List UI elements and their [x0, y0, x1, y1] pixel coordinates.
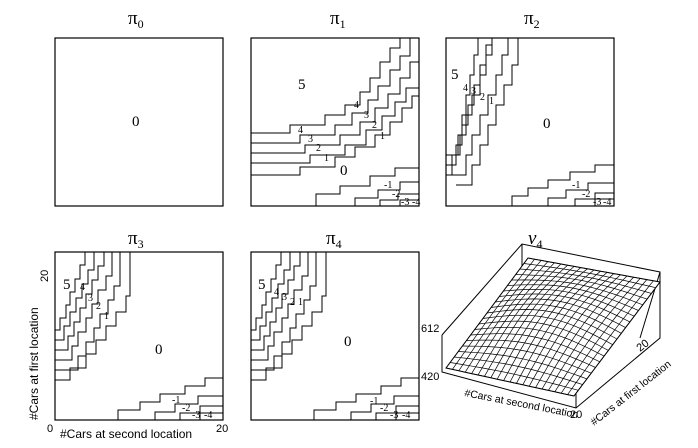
- action-label: 0: [155, 342, 163, 358]
- panel-title: π4: [326, 228, 342, 251]
- action-label: -4: [412, 197, 420, 208]
- action-label: -1: [384, 180, 392, 191]
- action-label: 3: [88, 293, 93, 304]
- y-axis-label: #Cars at first location: [27, 307, 41, 420]
- panel-title: π1: [330, 8, 346, 31]
- mesh-line: [495, 298, 626, 328]
- action-label: -3: [192, 410, 200, 421]
- mesh-line: [491, 303, 622, 334]
- action-label: 2: [96, 301, 101, 312]
- action-label: 0: [132, 114, 140, 130]
- action-label: 1: [324, 153, 329, 164]
- mesh-line: [573, 281, 661, 397]
- action-label: -2: [392, 189, 400, 200]
- action-label: 1: [104, 311, 109, 322]
- panel-title: v4: [528, 228, 542, 251]
- mesh-line: [548, 276, 634, 391]
- action-label: 1: [489, 96, 494, 107]
- mesh-line: [499, 293, 631, 323]
- mesh-line: [560, 279, 648, 394]
- mesh-line: [535, 274, 621, 388]
- action-label: 0: [344, 334, 352, 350]
- action-label: 3: [364, 110, 369, 121]
- action-label: 4: [80, 282, 85, 293]
- y-axis-label: #Cars at first location: [588, 358, 673, 428]
- z-tick-max: 612: [421, 323, 439, 335]
- action-label: -1: [370, 396, 378, 407]
- action-label: -2: [380, 403, 388, 414]
- action-label: -4: [204, 410, 212, 421]
- action-label: 5: [451, 67, 459, 83]
- action-label: 1: [380, 131, 385, 142]
- y-tick-max: 20: [39, 270, 51, 282]
- action-label: -3: [390, 410, 398, 421]
- y-tick: 20: [634, 337, 651, 354]
- mesh-line: [554, 278, 641, 392]
- action-label: 4: [298, 125, 303, 136]
- mesh-line: [528, 273, 615, 387]
- policy-frame: [250, 251, 420, 421]
- panel-pi3: π3 5 0 4 3 2 1 -1 -2 -3 -4: [54, 228, 224, 421]
- policy-boundaries: [251, 252, 419, 420]
- action-label: 3: [471, 86, 476, 97]
- action-label: -4: [603, 197, 611, 208]
- policy-boundaries: [251, 38, 419, 206]
- action-label: 5: [63, 277, 71, 293]
- action-label: -1: [172, 395, 180, 406]
- action-label: -3: [593, 197, 601, 208]
- x-tick-min: 0: [47, 423, 53, 435]
- surface-mesh: [445, 257, 661, 397]
- policy-boundaries: [446, 38, 614, 206]
- action-label: 2: [480, 92, 485, 103]
- panel-title: π0: [128, 8, 144, 31]
- action-label: -2: [182, 403, 190, 414]
- x-tick-max: 20: [216, 423, 228, 435]
- action-label: 4: [463, 83, 468, 94]
- mesh-line: [486, 309, 618, 340]
- action-label: 2: [372, 120, 377, 131]
- panel-pi2: π2 5 0 4 3 2 1 -1 -2 -3 -4: [445, 8, 615, 208]
- action-label: 3: [308, 134, 313, 145]
- mesh-line: [567, 280, 654, 395]
- mesh-line: [515, 274, 648, 300]
- policy-boundaries: [55, 252, 223, 420]
- action-label: 1: [298, 297, 303, 308]
- action-label: 0: [340, 163, 348, 179]
- axes-pi3: #Cars at first location 20 0 #Cars at se…: [27, 270, 228, 441]
- policy-frame: [54, 251, 224, 421]
- action-label: 4: [274, 287, 279, 298]
- action-label: 2: [290, 297, 295, 308]
- mesh-line: [523, 263, 656, 289]
- action-label: 0: [543, 116, 551, 132]
- panel-title: π3: [128, 228, 144, 251]
- mesh-line: [522, 272, 608, 385]
- mesh-line: [503, 288, 635, 317]
- action-label: 4: [354, 100, 359, 111]
- action-label: -1: [572, 180, 580, 191]
- panel-pi0: π0 0: [54, 8, 224, 207]
- mesh-line: [507, 284, 639, 311]
- action-label: -3: [401, 197, 409, 208]
- action-label: -2: [582, 189, 590, 200]
- action-label: -4: [402, 410, 410, 421]
- x-axis-label: #Cars at second location: [60, 427, 192, 441]
- action-label: 3: [282, 292, 287, 303]
- panel-pi4: π4 5 0 4 3 2 1 -1 -2 -3 -4: [250, 228, 420, 421]
- mesh-line: [511, 279, 643, 306]
- panel-title: π2: [524, 8, 540, 31]
- mesh-line: [527, 257, 661, 283]
- mesh-line: [541, 275, 628, 390]
- mesh-line: [519, 268, 652, 294]
- policy-frame: [54, 37, 224, 207]
- z-tick-min: 420: [421, 371, 439, 383]
- panel-pi1: π1 5 0 4 3 2 1 4 3 2 1 -1 -2 -3 -4: [250, 8, 420, 208]
- panel-v4: v4 612 420 #Cars at second location 20 #…: [421, 228, 674, 428]
- action-label: 5: [258, 277, 266, 293]
- mesh-line: [516, 270, 601, 384]
- action-label: 2: [316, 143, 321, 154]
- x-tick: 20: [570, 409, 582, 421]
- action-label: 5: [298, 77, 306, 93]
- policy-frame: [445, 37, 615, 207]
